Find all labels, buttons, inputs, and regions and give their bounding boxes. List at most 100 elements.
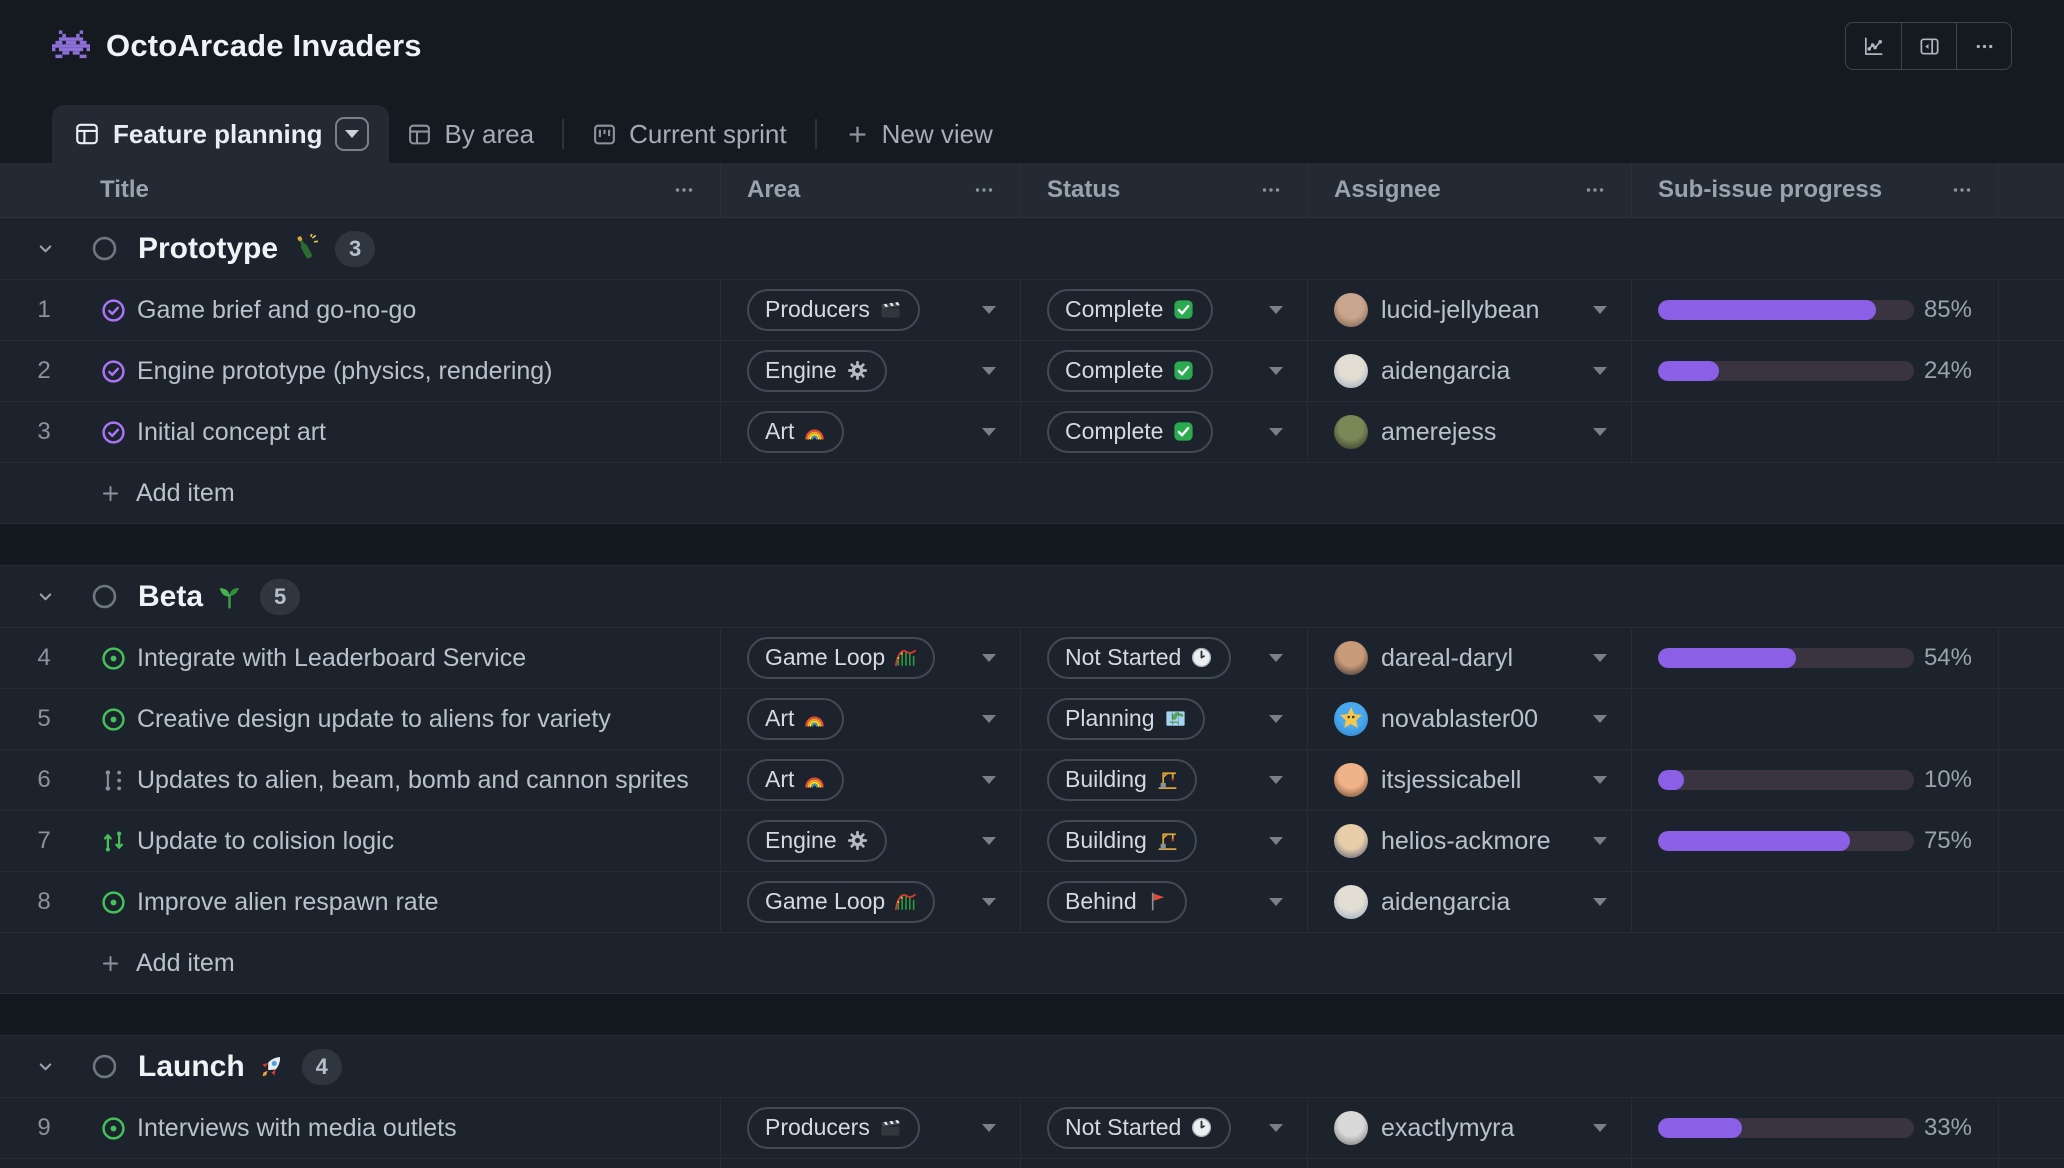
- status-chip[interactable]: Complete: [1047, 289, 1214, 331]
- area-cell[interactable]: Game Loop: [720, 628, 1020, 688]
- area-chip[interactable]: Engine: [747, 820, 887, 862]
- caret-down-icon[interactable]: [982, 367, 996, 375]
- item-title-link[interactable]: Improve alien respawn rate: [137, 887, 439, 916]
- caret-down-icon[interactable]: [1593, 428, 1607, 436]
- status-chip[interactable]: Building: [1047, 820, 1197, 862]
- add-column-button[interactable]: [1998, 163, 2064, 217]
- add-item-button[interactable]: Add item: [0, 463, 2064, 524]
- item-title-link[interactable]: Creative design update to aliens for var…: [137, 704, 611, 733]
- area-chip[interactable]: Producers: [747, 289, 920, 331]
- item-title-link[interactable]: Updates to alien, beam, bomb and cannon …: [137, 765, 689, 794]
- status-cell[interactable]: Building: [1020, 750, 1307, 810]
- assignee-cell[interactable]: aidengarcia: [1307, 872, 1631, 932]
- status-chip[interactable]: Not Started: [1047, 1107, 1232, 1149]
- caret-down-icon[interactable]: [1593, 715, 1607, 723]
- assignee-cell[interactable]: exactlymyra: [1307, 1098, 1631, 1158]
- caret-down-icon[interactable]: [982, 428, 996, 436]
- collapse-chevron-icon[interactable]: [36, 1057, 55, 1076]
- caret-down-icon[interactable]: [1269, 776, 1283, 784]
- status-cell[interactable]: Complete: [1020, 341, 1307, 401]
- status-cell[interactable]: Not Started: [1020, 628, 1307, 688]
- item-title-link[interactable]: Update to colision logic: [137, 826, 395, 855]
- assignee-cell[interactable]: aidengarcia: [1307, 341, 1631, 401]
- more-options-button[interactable]: [1956, 23, 2011, 69]
- status-chip[interactable]: Not Started: [1047, 637, 1232, 679]
- assignee-cell[interactable]: novablaster00: [1307, 689, 1631, 749]
- status-chip[interactable]: Complete: [1047, 350, 1214, 392]
- area-cell[interactable]: Art: [720, 402, 1020, 462]
- assignee-cell[interactable]: dareal-daryl: [1307, 628, 1631, 688]
- caret-down-icon[interactable]: [1269, 898, 1283, 906]
- item-title-link[interactable]: Initial concept art: [137, 417, 326, 446]
- caret-down-icon[interactable]: [1593, 837, 1607, 845]
- status-cell[interactable]: [1020, 1159, 1307, 1168]
- caret-down-icon[interactable]: [1269, 367, 1283, 375]
- caret-down-icon[interactable]: [982, 654, 996, 662]
- status-chip[interactable]: Behind: [1047, 881, 1187, 923]
- item-title-link[interactable]: Integrate with Leaderboard Service: [137, 643, 527, 672]
- caret-down-icon[interactable]: [1593, 898, 1607, 906]
- area-chip[interactable]: Art: [747, 759, 845, 801]
- item-title-link[interactable]: Interviews with media outlets: [137, 1113, 457, 1142]
- status-cell[interactable]: Not Started: [1020, 1098, 1307, 1158]
- caret-down-icon[interactable]: [1593, 776, 1607, 784]
- status-cell[interactable]: Behind: [1020, 872, 1307, 932]
- assignee-cell[interactable]: helios-ackmore: [1307, 811, 1631, 871]
- status-chip[interactable]: Building: [1047, 759, 1197, 801]
- area-cell[interactable]: Engine: [720, 811, 1020, 871]
- tab-by-area[interactable]: By area: [389, 105, 552, 163]
- new-view-button[interactable]: New view: [827, 105, 1011, 163]
- caret-down-icon[interactable]: [1269, 654, 1283, 662]
- caret-down-icon[interactable]: [982, 837, 996, 845]
- collapse-chevron-icon[interactable]: [36, 239, 55, 258]
- area-cell[interactable]: Game Loop: [720, 872, 1020, 932]
- add-item-button[interactable]: Add item: [0, 933, 2064, 994]
- caret-down-icon[interactable]: [1269, 428, 1283, 436]
- item-title-link[interactable]: Engine prototype (physics, rendering): [137, 356, 553, 385]
- caret-down-icon[interactable]: [1269, 837, 1283, 845]
- area-cell[interactable]: [720, 1159, 1020, 1168]
- caret-down-icon[interactable]: [982, 715, 996, 723]
- tab-feature-planning[interactable]: Feature planning: [52, 105, 390, 163]
- caret-down-icon[interactable]: [1593, 306, 1607, 314]
- area-chip[interactable]: Producers: [747, 1107, 920, 1149]
- area-cell[interactable]: Art: [720, 750, 1020, 810]
- view-options-caret[interactable]: [335, 117, 370, 151]
- assignee-cell[interactable]: itsjessicabell: [1307, 750, 1631, 810]
- caret-down-icon[interactable]: [1269, 1124, 1283, 1132]
- area-cell[interactable]: Producers: [720, 280, 1020, 340]
- caret-down-icon[interactable]: [1593, 1124, 1607, 1132]
- caret-down-icon[interactable]: [1269, 715, 1283, 723]
- assignee-cell[interactable]: amerejess: [1307, 402, 1631, 462]
- area-chip[interactable]: Game Loop: [747, 637, 936, 679]
- column-menu-button[interactable]: [1259, 178, 1283, 202]
- caret-down-icon[interactable]: [982, 306, 996, 314]
- area-chip[interactable]: Art: [747, 411, 845, 453]
- area-cell[interactable]: Art: [720, 689, 1020, 749]
- assignee-cell[interactable]: lucid-jellybean: [1307, 280, 1631, 340]
- area-chip[interactable]: Engine: [747, 350, 887, 392]
- caret-down-icon[interactable]: [982, 898, 996, 906]
- area-cell[interactable]: Producers: [720, 1098, 1020, 1158]
- column-menu-button[interactable]: [972, 178, 996, 202]
- status-cell[interactable]: Planning: [1020, 689, 1307, 749]
- caret-down-icon[interactable]: [982, 776, 996, 784]
- area-cell[interactable]: Engine: [720, 341, 1020, 401]
- collapse-chevron-icon[interactable]: [36, 587, 55, 606]
- caret-down-icon[interactable]: [1593, 367, 1607, 375]
- column-menu-button[interactable]: [672, 178, 696, 202]
- status-cell[interactable]: Building: [1020, 811, 1307, 871]
- column-menu-button[interactable]: [1950, 178, 1974, 202]
- area-chip[interactable]: Game Loop: [747, 881, 936, 923]
- caret-down-icon[interactable]: [982, 1124, 996, 1132]
- status-chip[interactable]: Complete: [1047, 411, 1214, 453]
- status-chip[interactable]: Planning: [1047, 698, 1205, 740]
- side-panel-button[interactable]: [1901, 23, 1956, 69]
- tab-current-sprint[interactable]: Current sprint: [574, 105, 805, 163]
- caret-down-icon[interactable]: [1269, 306, 1283, 314]
- insights-button[interactable]: [1846, 23, 1901, 69]
- column-menu-button[interactable]: [1583, 178, 1607, 202]
- assignee-cell[interactable]: [1307, 1159, 1631, 1168]
- area-chip[interactable]: Art: [747, 698, 845, 740]
- status-cell[interactable]: Complete: [1020, 280, 1307, 340]
